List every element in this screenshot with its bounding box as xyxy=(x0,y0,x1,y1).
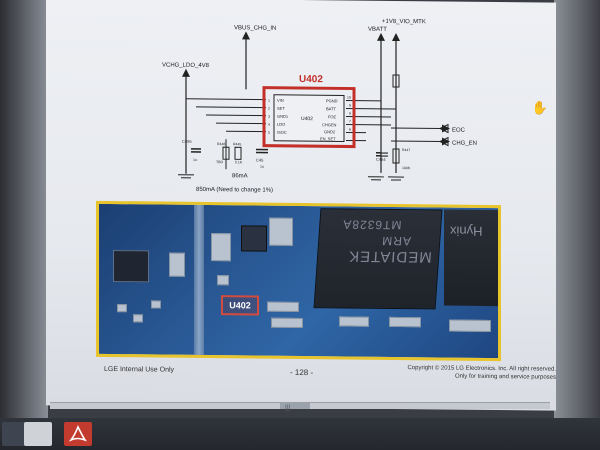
component xyxy=(117,304,127,313)
component xyxy=(113,250,149,283)
component xyxy=(151,300,161,309)
copyright-line: Only for training and service purposes xyxy=(454,373,556,381)
res-value: 100K xyxy=(402,166,411,170)
pin-label-ldo: LDO xyxy=(277,122,285,127)
component xyxy=(217,275,229,286)
chip-marking: Hynix xyxy=(450,223,483,239)
net-vio-label: +1V8_VIO_MTK xyxy=(382,19,426,25)
pin-label-en-set: EN_SET xyxy=(320,136,336,141)
cap-value: 1u xyxy=(193,158,197,162)
component xyxy=(169,252,185,277)
pin-num: 3 xyxy=(268,115,270,119)
component xyxy=(267,301,299,312)
component xyxy=(269,217,293,246)
pin-num: 7 xyxy=(349,120,351,124)
hand-cursor-icon: ✋ xyxy=(531,100,548,116)
u402-board-highlight: U402 xyxy=(221,295,259,316)
net-ldo-label: VCHG_LDO_4V8 xyxy=(162,63,210,69)
pin-num: 5 xyxy=(268,131,270,135)
chip-reference-label: U402 xyxy=(299,74,323,85)
pin-num: 6 xyxy=(349,128,351,132)
pin-label-set: SET xyxy=(277,106,285,111)
res-r445-label: R445 xyxy=(233,142,241,146)
cap-value: 1u xyxy=(260,165,264,169)
pdf-reader-icon[interactable] xyxy=(64,422,92,446)
hynix-chip: Hynix xyxy=(444,209,500,307)
component xyxy=(449,319,491,332)
chip-marking: MT6328A xyxy=(341,217,402,233)
mediatek-chip: MT6328A MEDIATEK ARM xyxy=(313,208,443,310)
component xyxy=(211,233,231,262)
pin-num: 2 xyxy=(268,107,270,111)
shield-frame xyxy=(194,204,204,355)
schematic-diagram: VBUS_CHG_IN +1V8_VIO_MTK VBATT VCHG_LDO_… xyxy=(162,19,477,194)
res-r447-label: R447 xyxy=(402,148,410,152)
pdf-page: VBUS_CHG_IN +1V8_VIO_MTK VBATT VCHG_LDO_… xyxy=(46,0,556,411)
cap-c455-label: C455 xyxy=(182,139,192,144)
pin-num: 9 xyxy=(349,104,351,108)
pin-num: 1 xyxy=(268,99,270,103)
component xyxy=(339,316,369,327)
res-value: 5.1K xyxy=(235,160,243,164)
page-marker: ||| xyxy=(285,405,291,412)
schematic-note: 850mA (Need to change 1%) xyxy=(196,187,273,194)
component xyxy=(133,314,143,323)
component xyxy=(389,316,421,328)
file-explorer-icon[interactable] xyxy=(24,422,52,446)
net-vbatt-label: VBATT xyxy=(368,27,387,33)
page-number: - 128 - xyxy=(290,367,314,378)
pin-label-isoc: ISOC xyxy=(277,130,287,135)
chip-inner-label: U402 xyxy=(301,116,313,122)
monitor-bezel-left xyxy=(0,0,48,420)
pin-label-foe: FOE xyxy=(328,114,337,119)
component xyxy=(241,225,267,252)
scrollbar-thumb[interactable] xyxy=(280,403,310,409)
pin-label-gnd1: GND1 xyxy=(277,114,289,119)
taskbar xyxy=(0,418,600,450)
cap-c454-label: C454 xyxy=(376,157,386,162)
chip-marking: ARM xyxy=(380,233,412,249)
pin-label-batt: BATT xyxy=(326,106,336,111)
cap-c45-label: C45 xyxy=(256,158,264,163)
monitor-bezel-right xyxy=(554,0,600,420)
pin-num: 10 xyxy=(347,95,351,99)
signal-chg-en-label: CHG_EN xyxy=(452,141,477,147)
footer-copyright: Copyright © 2015 LG Electronics. Inc. Al… xyxy=(406,364,557,382)
footer-internal-label: LGE Internal Use Only xyxy=(104,365,175,374)
signal-eoc-label: EOC xyxy=(452,128,466,134)
res-value: TBD xyxy=(216,160,223,164)
u402-highlight-box xyxy=(262,86,356,149)
net-vbus-label: VBUS_CHG_IN xyxy=(234,25,276,31)
pcb-photo: MT6328A MEDIATEK ARM Hynix U402 xyxy=(96,200,501,362)
horizontal-scrollbar[interactable] xyxy=(50,402,550,409)
pin-num: 8 xyxy=(349,112,351,116)
component xyxy=(271,317,303,329)
current-label: 86mA xyxy=(232,173,248,179)
pin-label-pgnd: PGND xyxy=(326,98,338,103)
pin-label-vin: VIN xyxy=(277,98,284,103)
pin-label-chgen: CHGEN xyxy=(322,122,337,127)
pin-label-gnd2: GND2 xyxy=(324,129,336,134)
chip-marking: MEDIATEK xyxy=(347,247,433,266)
res-r446-label: R446 xyxy=(217,142,225,146)
pin-num: 4 xyxy=(268,123,270,127)
